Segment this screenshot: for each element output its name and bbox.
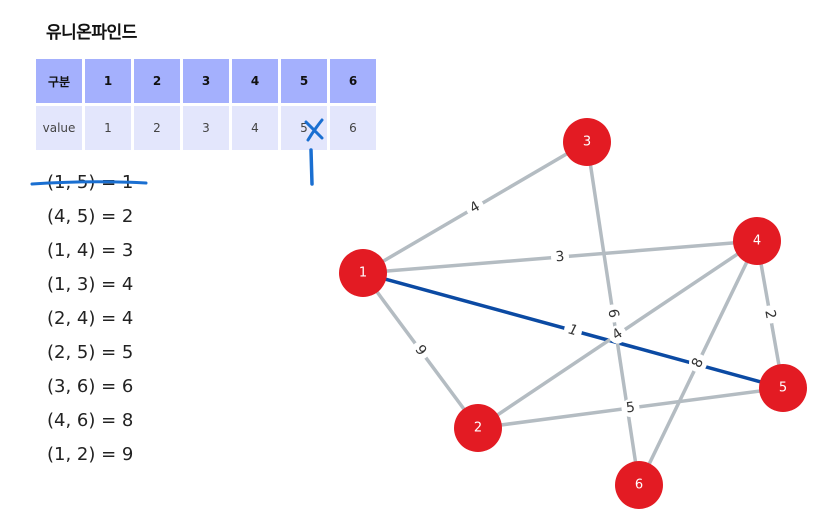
edge-weight-label: 1 [567,322,580,340]
cross-mark-annotation [304,118,324,142]
edge-list-item: (4, 6) = 8 [47,410,134,431]
edge-label-background [608,325,627,344]
edge-list-item: (3, 6) = 6 [47,376,134,397]
node-label: 2 [474,421,482,436]
edge-weight-label: 2 [761,309,778,321]
header-cell: 1 [85,59,131,103]
node-label: 4 [753,234,761,249]
value-cell: 2 [134,106,180,150]
edge-weight-label: 5 [625,399,636,416]
value-cell: 5 [281,106,327,150]
edge-list-item: (1, 4) = 3 [47,240,134,261]
node-circle [563,118,611,166]
header-cell: 6 [330,59,376,103]
value-cell: 1 [85,106,131,150]
graph-node-3: 3 [563,118,611,166]
node-circle [759,364,807,412]
edge-label-background [689,354,707,372]
node-circle [733,217,781,265]
header-cell: 구분 [36,59,82,103]
union-find-table: 구분 1 2 3 4 5 6 value 1 2 3 4 5 6 [33,56,379,153]
value-cell: value [36,106,82,150]
graph-node-4: 4 [733,217,781,265]
edge-list-item: (2, 5) = 5 [47,342,134,363]
table-value-row: value 1 2 3 4 5 6 [36,106,376,150]
graph-node-5: 5 [759,364,807,412]
value-cell: 3 [183,106,229,150]
graph-node-1: 1 [339,249,387,297]
header-cell: 4 [232,59,278,103]
header-cell: 3 [183,59,229,103]
edge-list-item: (4, 5) = 2 [47,206,134,227]
page-title: 유니온파인드 [46,23,137,43]
node-circle [454,404,502,452]
edge-label-background [621,399,640,417]
edge-list-item: (2, 4) = 4 [47,308,134,329]
sorted-edge-list: (1, 5) = 1 (4, 5) = 2 (1, 4) = 3 (1, 3) … [47,166,133,472]
edge-label-background [551,248,569,266]
edge-list-item: (1, 3) = 4 [47,274,134,295]
header-cell: 5 [281,59,327,103]
table-header-row: 구분 1 2 3 4 5 6 [36,59,376,103]
node-circle [615,461,663,509]
graph-node-6: 6 [615,461,663,509]
edge-label-background [466,198,484,217]
handwritten-annotations [30,118,324,186]
value-cell: 6 [330,106,376,150]
graph-node-2: 2 [454,404,502,452]
edge-weight-label: 3 [555,249,565,266]
node-circle [339,249,387,297]
edge-weight-label: 6 [604,308,621,319]
edge-label-background [411,341,430,360]
strikethrough-annotation [30,180,148,186]
node-label: 1 [359,266,367,281]
edge-label-background [604,304,622,323]
node-label: 6 [635,478,643,493]
graph-nodes: 1 2 3 4 5 6 [339,118,807,509]
pointer-mark-annotation [309,148,314,186]
header-cell: 2 [134,59,180,103]
value-cell: 4 [232,106,278,150]
edge-list-item: (1, 2) = 9 [47,444,134,465]
node-label: 3 [583,135,591,150]
edge-label-background [564,321,582,340]
node-label: 5 [779,381,787,396]
edge-label-background [761,305,779,324]
